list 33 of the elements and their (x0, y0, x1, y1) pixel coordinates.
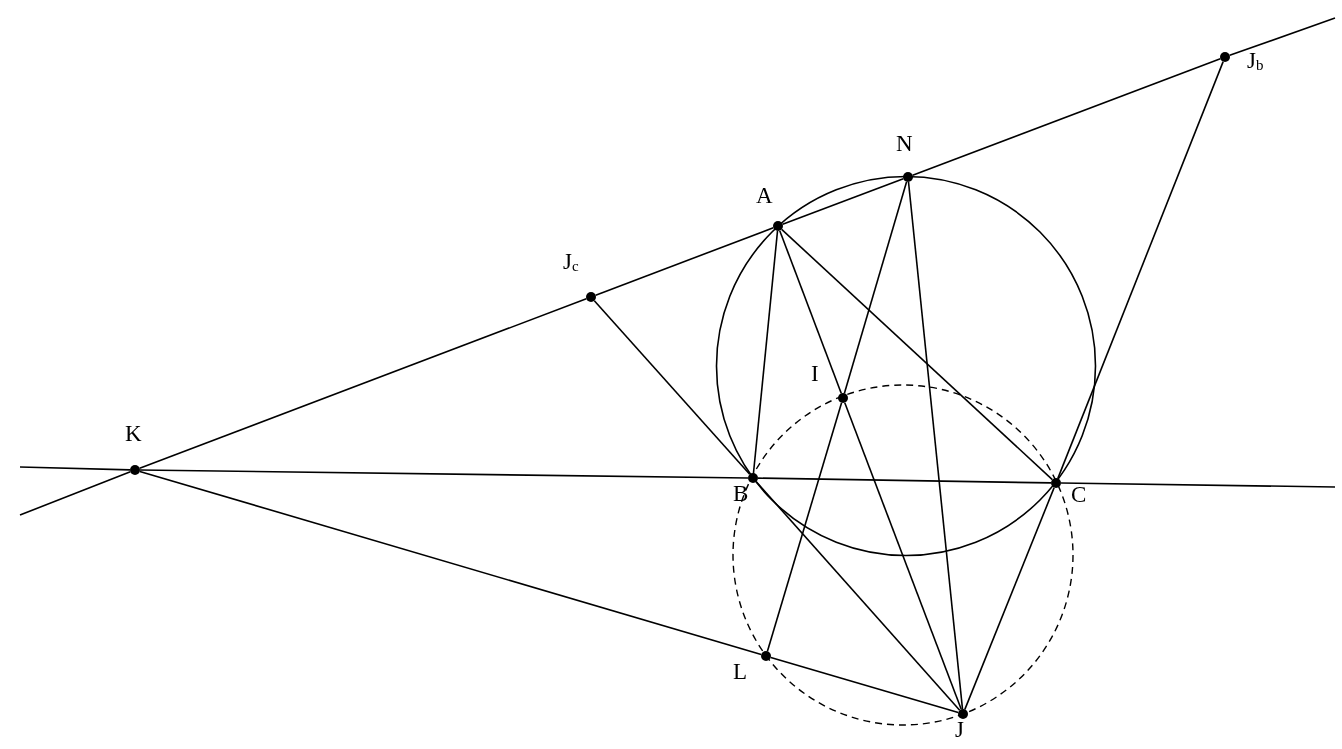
line-segment (752, 230, 779, 474)
line-segment (843, 181, 908, 394)
line-segment (138, 297, 588, 470)
line-segment (766, 402, 843, 652)
line-segment (19, 466, 131, 471)
line-segment (907, 181, 964, 710)
line-segment (1060, 482, 1336, 488)
line-segment (1057, 60, 1224, 480)
point-label: B (733, 482, 749, 505)
line-segment (139, 470, 762, 656)
line-segment (755, 480, 961, 712)
point-label: I (811, 362, 819, 385)
point-label: A (756, 184, 773, 207)
line-segment (770, 656, 959, 714)
line-segment (844, 401, 962, 711)
line-segment (780, 228, 1054, 481)
line-segment (964, 486, 1055, 711)
line-segment (781, 177, 905, 226)
line-segment (1228, 17, 1336, 57)
point-label: J (955, 718, 964, 741)
point-label: L (733, 660, 748, 683)
point-label: J$_{c}$ (563, 250, 579, 273)
line-segment (778, 229, 843, 395)
line-segment (757, 477, 1052, 484)
point-label: K (125, 422, 142, 445)
line-segment (593, 299, 751, 476)
line-segment (19, 471, 132, 516)
point-label: N (896, 132, 913, 155)
line-segment (594, 226, 775, 297)
line-segment (911, 57, 1222, 177)
line-segment (139, 469, 749, 479)
point-label: C (1071, 483, 1087, 506)
point-label: J$_{b}$ (1247, 49, 1264, 72)
